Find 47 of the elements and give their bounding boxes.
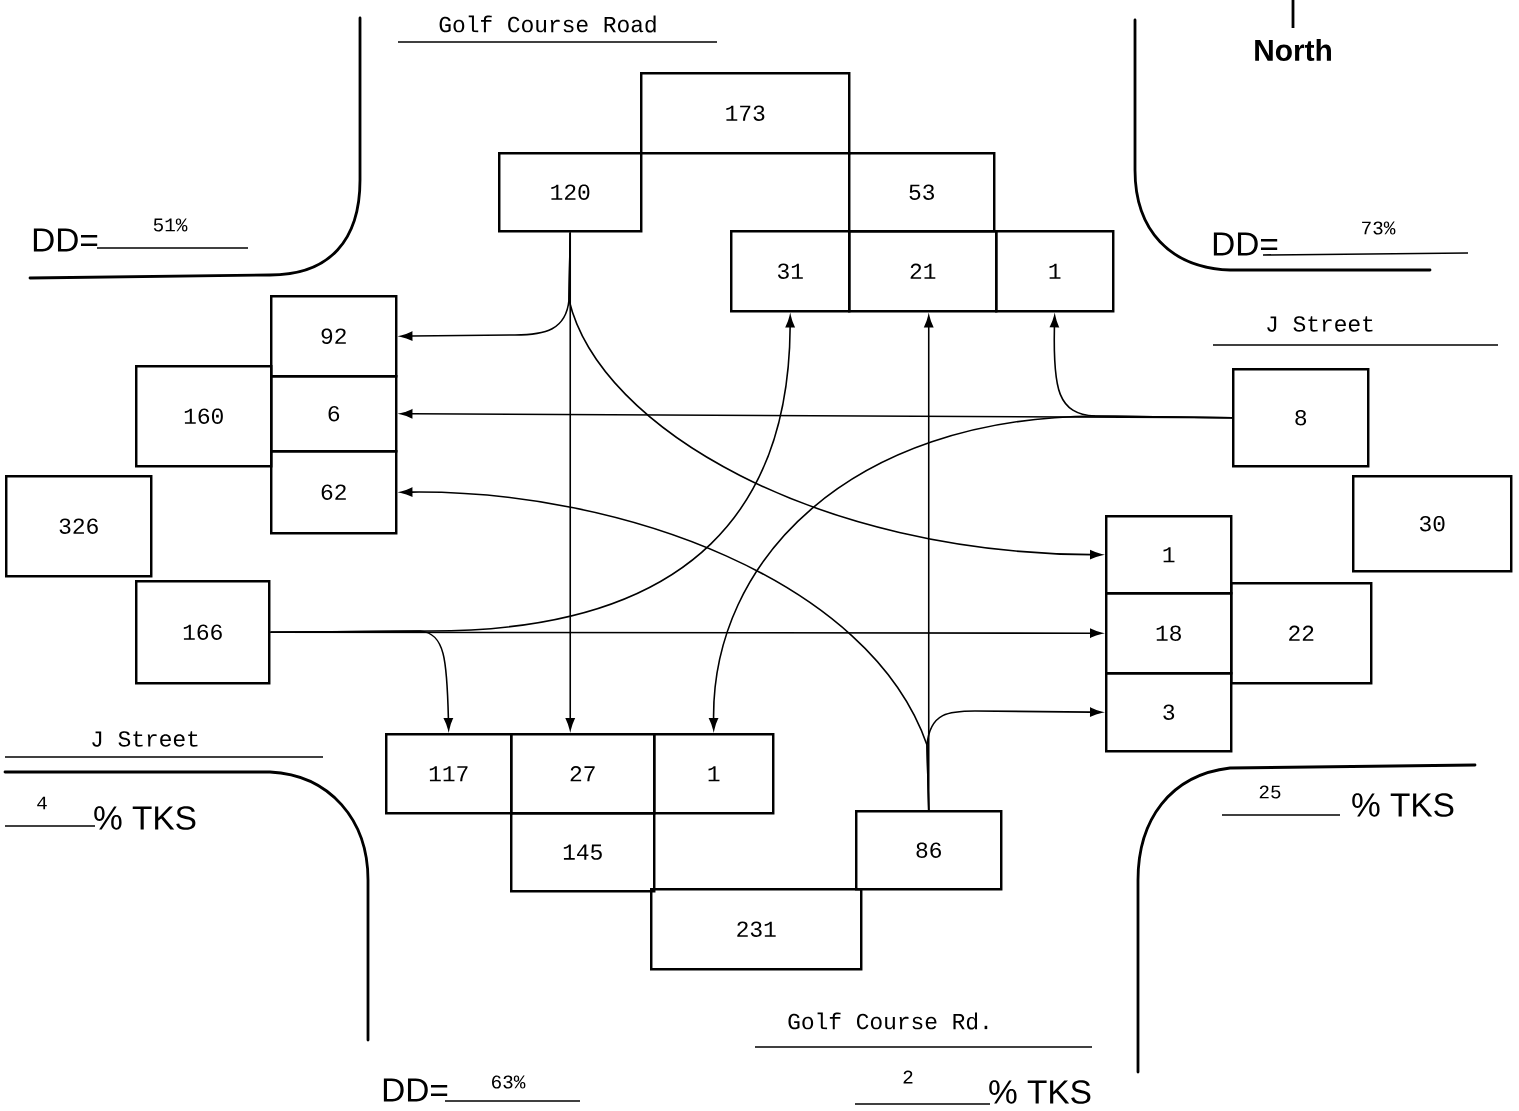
filled-value: 25 (1259, 785, 1281, 799)
volume-box: 8 (1232, 368, 1370, 468)
arrow (709, 415, 1233, 731)
volume-box: 6 (270, 375, 398, 453)
volume-box: 173 (640, 72, 851, 155)
volume-box: 31 (730, 230, 851, 313)
volume-box: 1 (1105, 515, 1233, 595)
arrow (269, 630, 453, 731)
filled-value: 73% (1362, 221, 1396, 235)
volume-box: 160 (135, 365, 273, 468)
volume-box: 27 (510, 733, 656, 815)
arrow (400, 409, 1233, 419)
filled-value: 63% (492, 1075, 526, 1089)
volume-box: 92 (270, 295, 398, 378)
filled-value: 4 (37, 796, 47, 810)
volume-box: 22 (1230, 582, 1373, 685)
street-name: J Street (1267, 316, 1373, 332)
street-name: J Street (92, 731, 198, 747)
street-name: Golf Course Rd. (788, 1012, 988, 1030)
volume-box: 166 (135, 580, 271, 685)
volume-box: 21 (848, 230, 998, 313)
volume-box: 145 (510, 812, 656, 893)
volume-box: 231 (650, 888, 863, 971)
street-name: Golf Course Road (439, 15, 656, 33)
volume-box: 3 (1105, 672, 1233, 753)
arrow (924, 315, 934, 811)
volume-box: 120 (498, 152, 643, 233)
dd-label: DD= (383, 1078, 448, 1102)
volume-box: 326 (5, 475, 153, 578)
dd-label: DD= (33, 228, 98, 252)
arrow (400, 487, 930, 811)
filled-value: 51% (153, 218, 188, 232)
tks-label: % TKS (1352, 793, 1454, 817)
volume-box: 30 (1352, 475, 1513, 573)
volume-box: 62 (270, 450, 398, 535)
north-label: North (1255, 39, 1331, 61)
volume-box: 117 (385, 733, 513, 815)
volume-box: 53 (848, 152, 996, 233)
dd-label: DD= (1213, 232, 1278, 256)
volume-box: 1 (995, 230, 1115, 313)
tks-label: % TKS (989, 1080, 1091, 1104)
filled-value: 2 (903, 1070, 913, 1084)
volume-box: 86 (855, 810, 1003, 891)
tks-label: % TKS (94, 806, 196, 830)
volume-box: 1 (653, 733, 775, 815)
arrow (568, 231, 1103, 560)
volume-box: 18 (1105, 592, 1233, 675)
